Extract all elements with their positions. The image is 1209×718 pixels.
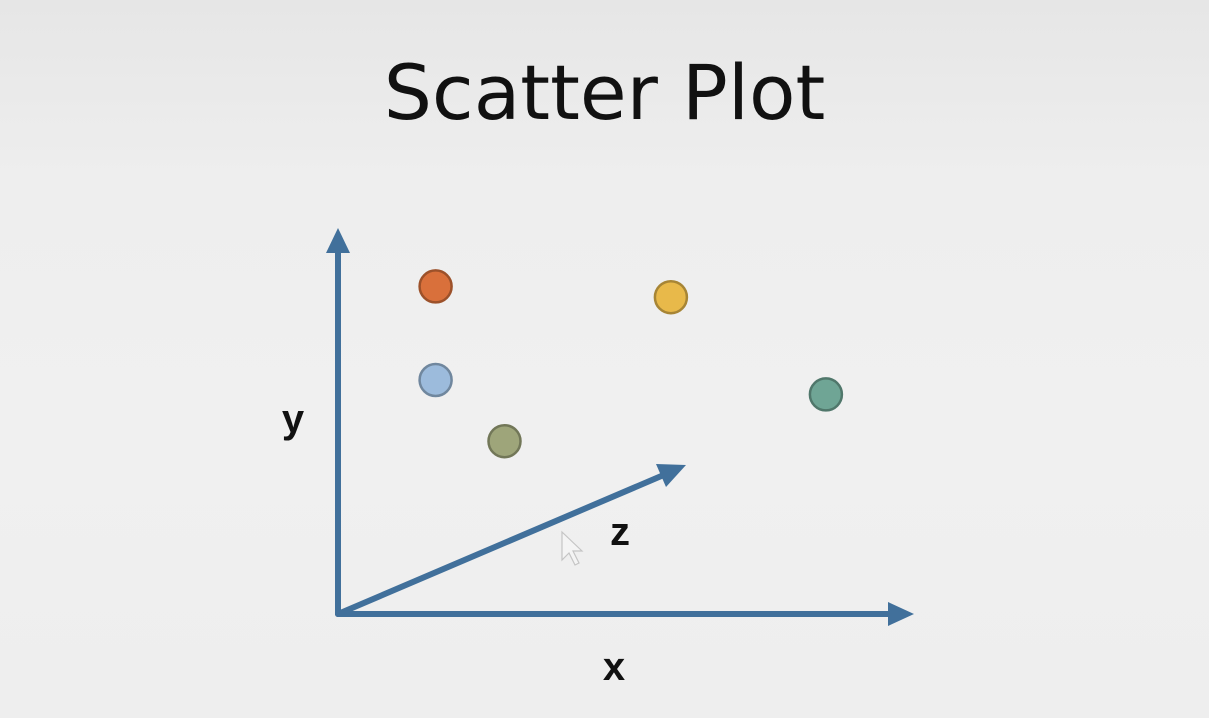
slide-title: Scatter Plot: [383, 48, 826, 137]
data-point-1: [418, 269, 453, 304]
mouse-cursor-icon: [561, 530, 584, 566]
y-axis-label: y: [282, 397, 305, 441]
x-axis-arrowhead: [888, 602, 914, 626]
data-point-5: [808, 377, 844, 412]
data-points: [418, 269, 844, 459]
axes-group: [326, 228, 914, 626]
y-axis-arrowhead: [326, 228, 350, 253]
z-axis-line: [335, 471, 669, 617]
data-point-3: [487, 423, 522, 459]
z-axis-arrowhead: [656, 464, 686, 487]
z-axis-label: z: [610, 510, 630, 554]
x-axis-label: x: [603, 645, 625, 689]
data-point-4: [653, 279, 689, 315]
data-point-2: [418, 362, 453, 398]
